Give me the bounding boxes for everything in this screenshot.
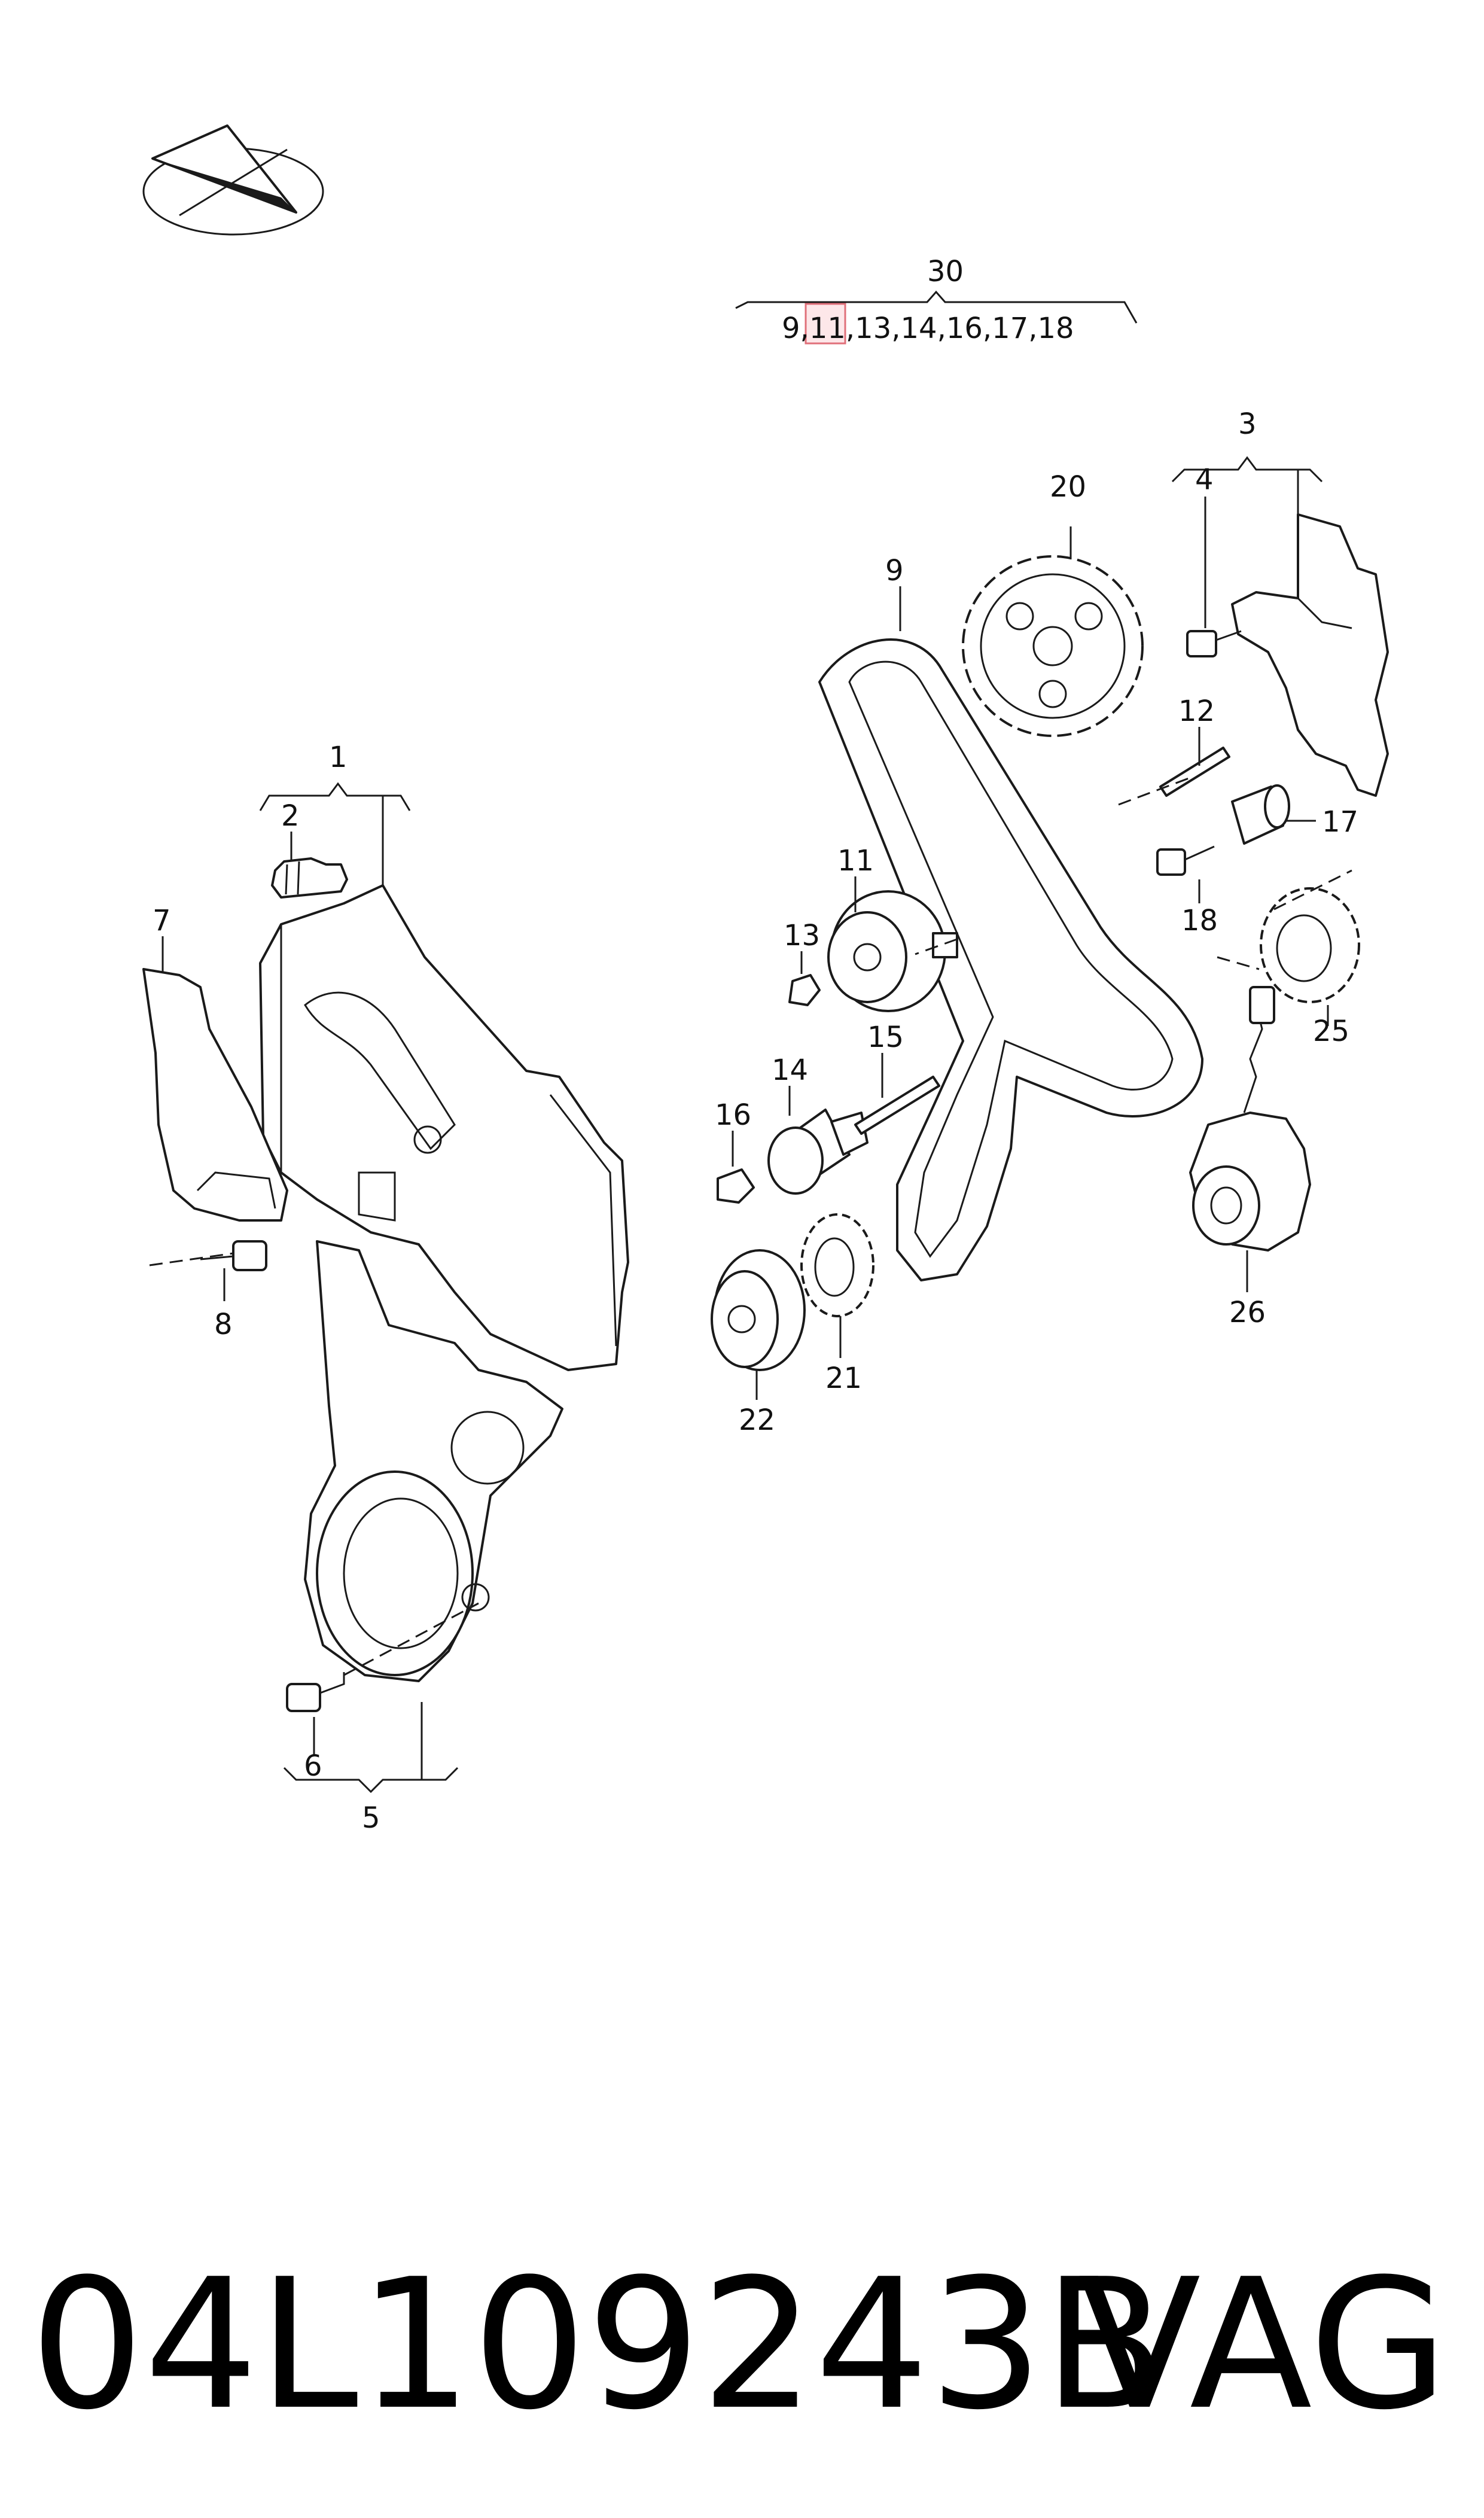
callout-2[interactable]: 2 xyxy=(281,799,300,833)
nut-13[interactable] xyxy=(788,974,821,1006)
callout-5[interactable]: 5 xyxy=(362,1801,380,1835)
kit-bracket: 30 9,11,13,14,16,17,18 xyxy=(735,255,1138,345)
spacer-sleeve[interactable] xyxy=(1231,784,1290,845)
rear-cover-plate[interactable] xyxy=(1231,513,1389,797)
callout-11[interactable]: 11 xyxy=(837,844,874,878)
callout-12[interactable]: 12 xyxy=(1178,695,1215,728)
highlighted-part-box xyxy=(805,303,846,345)
crankshaft-gear[interactable] xyxy=(800,1213,874,1317)
callout-22[interactable]: 22 xyxy=(739,1403,775,1437)
side-cover-part[interactable] xyxy=(142,968,288,1222)
kit-item-11[interactable]: 11 xyxy=(809,312,846,345)
callout-26[interactable]: 26 xyxy=(1229,1296,1266,1329)
callout-3[interactable]: 3 xyxy=(1238,407,1257,441)
cover-grommet[interactable] xyxy=(271,857,348,899)
kit-item-9[interactable]: 9 xyxy=(782,312,800,345)
pulley-22[interactable] xyxy=(711,1249,806,1371)
callout-17[interactable]: 17 xyxy=(1322,805,1358,839)
tensioner-pulley[interactable] xyxy=(827,890,958,1012)
nut-16[interactable] xyxy=(717,1168,755,1204)
pump-gear[interactable] xyxy=(1260,887,1360,1003)
callout-9[interactable]: 9 xyxy=(885,554,904,587)
stud-12[interactable] xyxy=(1159,747,1230,797)
callout-13[interactable]: 13 xyxy=(784,919,820,952)
bolt-8[interactable] xyxy=(200,1240,267,1271)
callout-1[interactable]: 1 xyxy=(329,741,348,774)
kit-contents: 9,11,13,14,16,17,18 xyxy=(782,312,1074,345)
callout-4[interactable]: 4 xyxy=(1195,463,1214,497)
camshaft-sprocket[interactable] xyxy=(962,555,1144,737)
parts-diagram: 30 9,11,13,14,16,17,18 xyxy=(142,124,1389,1835)
brand-name: VAG xyxy=(1078,2240,1448,2449)
bolt-6[interactable] xyxy=(286,1672,345,1712)
upper-timing-cover[interactable] xyxy=(259,884,629,1371)
callout-30[interactable]: 30 xyxy=(927,255,964,288)
callout-25[interactable]: 25 xyxy=(1313,1015,1349,1048)
bolt-18[interactable] xyxy=(1156,845,1215,876)
orientation-logo-icon xyxy=(142,124,324,236)
lower-timing-cover[interactable] xyxy=(304,1240,563,1682)
callout-14[interactable]: 14 xyxy=(772,1054,808,1087)
idler-roller[interactable] xyxy=(767,1109,869,1195)
leader-lines xyxy=(161,456,1329,1794)
alignment-lines xyxy=(149,777,1352,1676)
callout-18[interactable]: 18 xyxy=(1181,904,1218,937)
stud-15[interactable] xyxy=(854,1076,940,1135)
callout-21[interactable]: 21 xyxy=(825,1362,862,1395)
callout-6[interactable]: 6 xyxy=(304,1749,322,1783)
callout-20[interactable]: 20 xyxy=(1050,470,1086,504)
callout-16[interactable]: 16 xyxy=(715,1098,751,1132)
part-number: 04L109243B xyxy=(30,2240,1166,2449)
callout-labels: 1 2 3 4 5 6 7 8 9 11 12 13 14 15 16 17 1… xyxy=(153,407,1358,1835)
high-pressure-pump[interactable] xyxy=(1189,986,1311,1252)
callout-15[interactable]: 15 xyxy=(867,1021,904,1054)
callout-7[interactable]: 7 xyxy=(153,904,171,937)
bolt-4[interactable] xyxy=(1186,630,1242,657)
callout-8[interactable]: 8 xyxy=(214,1308,233,1341)
timing-belt[interactable] xyxy=(818,638,1203,1281)
